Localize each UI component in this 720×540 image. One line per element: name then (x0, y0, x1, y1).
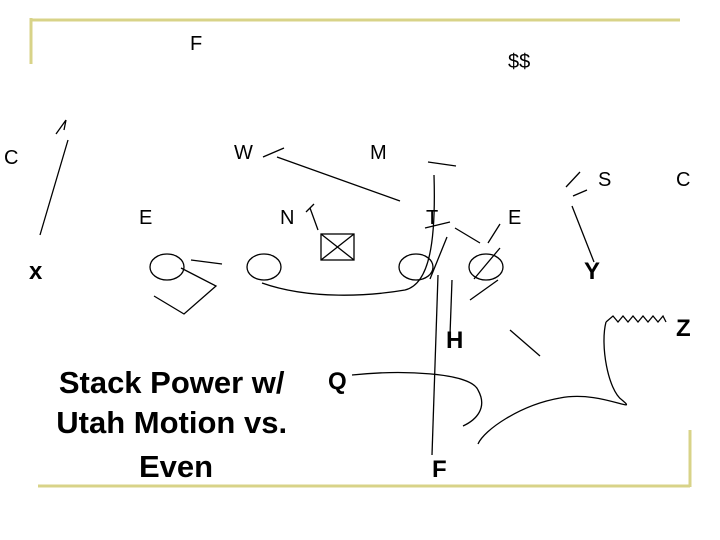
defender-stance-marks (39, 119, 588, 244)
will-stance-mark (262, 147, 285, 158)
z-motion-path (477, 321, 628, 445)
nose-stance-mark (305, 203, 319, 231)
right-guard-block (429, 236, 448, 280)
lineman-right-guard (398, 253, 434, 281)
offense-z-receiver-label: Z (676, 315, 691, 342)
offense-h-back-label: H (446, 327, 463, 354)
defender-will-label: W (234, 142, 253, 164)
defender-tackle-label: T (426, 207, 438, 229)
defender-end-left-label: E (139, 207, 152, 229)
play-routes (153, 156, 667, 456)
offense-quarterback-label: Q (328, 368, 347, 395)
play-title-line-1: Stack Power w/ (59, 365, 285, 400)
play-title-line-3: Even (139, 449, 213, 484)
play-title-line-2: Utah Motion vs. (56, 405, 287, 440)
defender-free-safety-label: F (190, 33, 202, 55)
quarterback-handoff-path (351, 372, 483, 427)
defender-end-right-label: E (508, 207, 521, 229)
offense-fullback-label: F (432, 456, 447, 483)
fullback-path (431, 274, 439, 456)
defender-corner-left-label: C (4, 147, 18, 169)
lineman-right-tackle (468, 253, 504, 281)
left-tackle-block (153, 267, 218, 315)
pulling-guard-route (261, 174, 435, 296)
sam-stance-mark (565, 171, 581, 188)
left-tackle-block-arm (190, 259, 223, 265)
defender-sam-label: S (598, 169, 611, 191)
right-tackle-block (469, 247, 501, 301)
lineman-left-tackle (149, 253, 185, 281)
z-motion-zigzag (605, 314, 667, 324)
tackle-stance-mark (424, 161, 457, 229)
h-back-right-arm (509, 329, 541, 357)
play-title: Stack Power w/ Utah Motion vs. Even (56, 365, 295, 484)
defender-mike-label: M (370, 142, 387, 164)
mike-flow-line (276, 156, 401, 202)
center-square (320, 233, 355, 261)
defender-corner-right-label: C (676, 169, 690, 191)
strong-side-end-mark (572, 189, 588, 197)
offense-y-tight-end-label: Y (584, 258, 600, 285)
defender-strong-safety-label: $$ (508, 51, 530, 73)
offense-x-receiver-label: x (29, 258, 43, 285)
defender-nose-label: N (280, 207, 294, 229)
corner-left-stance-mark (39, 119, 69, 236)
lineman-left-guard (246, 253, 282, 281)
y-tight-end-route (571, 205, 595, 263)
end-right-stance-mark (454, 223, 501, 244)
offensive-line (149, 233, 504, 281)
slide-border (29, 18, 692, 488)
center-square-diagonal-2 (320, 233, 355, 261)
h-back-path (449, 279, 453, 336)
